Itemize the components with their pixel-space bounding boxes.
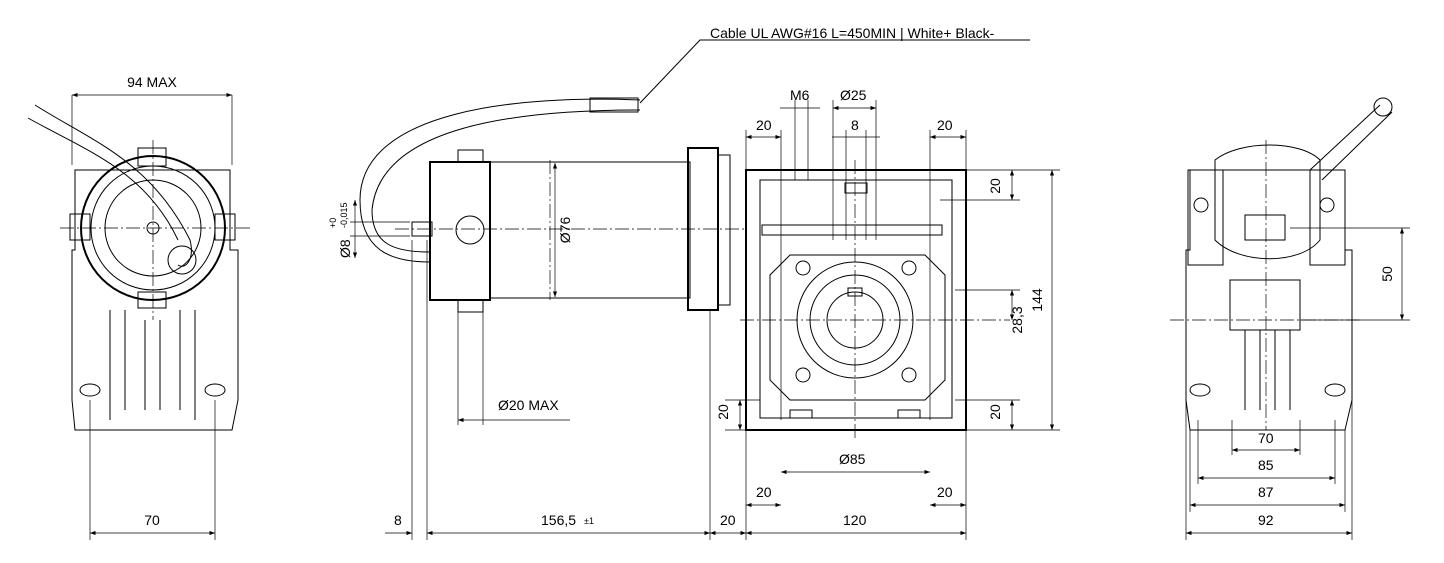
dim-156-5-tol: ±1 — [584, 516, 594, 526]
dim-20-left-bottom: 20 — [715, 404, 731, 420]
front-view-gearbox: 20 20 M6 Ø25 8 20 144 28,3 20 20 Ø85 20 … — [715, 87, 1060, 540]
tol-upper: +0 — [328, 218, 338, 228]
dim-shaft-dia: Ø8 — [337, 239, 353, 258]
dim-20-bot-right: 20 — [937, 484, 953, 500]
dim-motor-dia: Ø76 — [557, 217, 573, 244]
dim-20-right-bottom: 20 — [987, 404, 1003, 420]
dim-92: 92 — [1258, 512, 1274, 528]
dim-20-top-right: 20 — [937, 117, 953, 133]
dim-bore: Ø25 — [840, 87, 867, 103]
dim-m6: M6 — [790, 87, 810, 103]
side-view-motor: Cable UL AWG#16 L=450MIN | White+ Black-… — [328, 25, 1030, 540]
dim-144: 144 — [1029, 288, 1045, 312]
dim-20-max: Ø20 MAX — [498, 397, 559, 413]
dim-28-3: 28,3 — [1009, 306, 1025, 333]
dim-20-top-left: 20 — [756, 117, 772, 133]
tol-lower: -0,015 — [339, 202, 349, 228]
dim-20-right-top: 20 — [987, 178, 1003, 194]
cable-callout: Cable UL AWG#16 L=450MIN | White+ Black- — [710, 25, 995, 41]
dim-85: 85 — [1258, 457, 1274, 473]
dim-156-5: 156,5 — [541, 512, 576, 528]
dim-20-bot-left: 20 — [756, 484, 772, 500]
dim-85-pcd: Ø85 — [839, 451, 866, 467]
dim-70-right: 70 — [1258, 430, 1274, 446]
dim-20-gap: 20 — [720, 512, 736, 528]
dim-120: 120 — [843, 512, 867, 528]
dim-8: 8 — [394, 512, 402, 528]
dim-key-8: 8 — [851, 117, 859, 133]
right-end-view: 50 70 85 87 92 — [1170, 97, 1410, 540]
dim-50: 50 — [1379, 266, 1395, 282]
dim-94-max: 94 MAX — [127, 74, 177, 90]
dim-87: 87 — [1258, 484, 1274, 500]
left-end-view: 94 MAX 70 — [27, 74, 250, 540]
dim-70: 70 — [144, 512, 160, 528]
